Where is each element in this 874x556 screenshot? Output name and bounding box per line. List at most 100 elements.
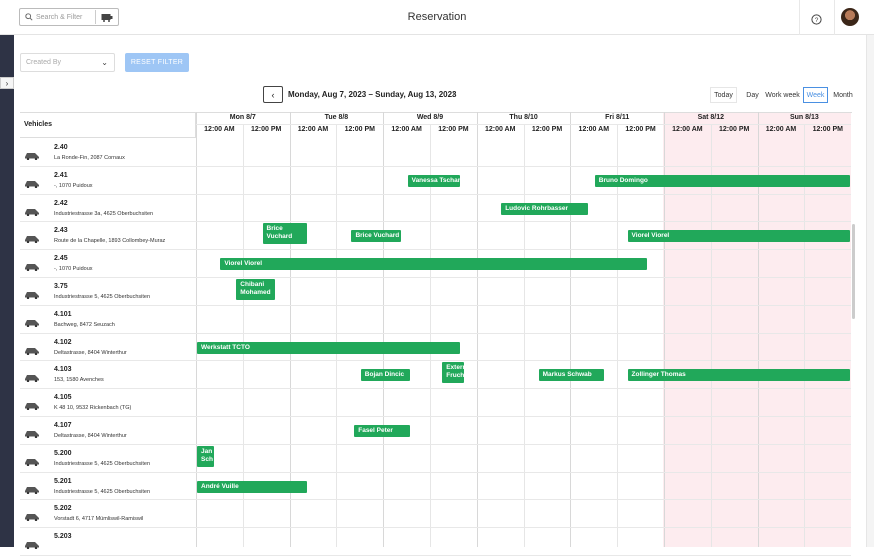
vehicle-row[interactable]: 2.40 La Ronde-Fin, 2087 Cornaux xyxy=(24,138,194,166)
vehicle-row[interactable]: 4.103 153, 1580 Avenches xyxy=(24,360,194,388)
reservation-event[interactable]: Viorel Viorel xyxy=(220,258,648,271)
search-filter-box[interactable]: Search & Filter xyxy=(19,8,119,26)
scheduler-grid xyxy=(20,112,852,547)
day-header: Wed 8/9 xyxy=(416,114,444,121)
search-icon xyxy=(25,13,33,21)
reservation-event[interactable]: Chibani Mohamed xyxy=(236,279,276,300)
half-day-divider xyxy=(710,124,712,547)
reservation-event[interactable]: Brice Vuchard xyxy=(351,230,401,243)
day-divider xyxy=(383,112,385,547)
top-bar: Search & Filter Reservation ? xyxy=(0,0,874,35)
car-icon xyxy=(24,536,40,550)
time-header: 12:00 AM xyxy=(578,126,610,133)
vehicle-name: 4.103 xyxy=(54,366,72,374)
vehicle-name: 2.40 xyxy=(54,144,68,151)
row-divider xyxy=(20,443,851,445)
chevron-down-icon: ⌄ xyxy=(101,58,108,67)
view-day-button[interactable]: Day xyxy=(743,87,762,103)
day-divider xyxy=(289,112,291,547)
side-rail xyxy=(0,35,14,547)
vehicle-name: 5.203 xyxy=(54,533,72,541)
vertical-scrollbar[interactable] xyxy=(852,224,855,319)
help-icon[interactable]: ? xyxy=(811,12,822,25)
time-header: 12:00 PM xyxy=(251,126,282,133)
vehicle-address: Deltastrasse, 8404 Winterthur xyxy=(54,433,127,439)
reservation-event[interactable]: Markus Schwab xyxy=(538,369,605,382)
row-divider xyxy=(20,527,851,529)
vehicle-address: Industriestrasse 5, 4625 Oberbuchsiten xyxy=(54,460,151,467)
vehicle-address: Industriestrasse 5, 4625 Oberbuchsiten xyxy=(54,488,151,495)
time-header: 12:00 PM xyxy=(438,126,469,133)
day-header: Sun 8/13 xyxy=(789,114,819,121)
view-work-week-button[interactable]: Work week xyxy=(764,87,801,103)
car-icon xyxy=(24,508,40,522)
row-divider xyxy=(20,221,851,223)
reservation-event[interactable]: Bruno Domingo xyxy=(594,174,851,187)
row-divider xyxy=(20,416,851,417)
day-divider xyxy=(196,112,197,547)
half-day-divider xyxy=(336,124,338,547)
reservation-event[interactable]: Viorel Viorel xyxy=(627,230,851,243)
vehicle-filter-icon[interactable] xyxy=(96,13,118,22)
expand-sidebar-icon[interactable]: › xyxy=(0,77,14,89)
view-today-button[interactable]: Today xyxy=(710,87,737,103)
car-icon xyxy=(24,175,40,188)
reservation-event[interactable]: Extern Fruchi xyxy=(442,362,464,384)
vehicle-name: 4.102 xyxy=(54,338,72,346)
reservation-event[interactable]: Jan Sch xyxy=(197,445,214,467)
day-header: Fri 8/11 xyxy=(605,114,630,121)
car-icon xyxy=(24,342,40,355)
car-icon xyxy=(24,230,40,244)
reservation-event[interactable]: André Vuille xyxy=(197,480,308,493)
time-header: 12:00 AM xyxy=(672,126,703,133)
row-divider xyxy=(20,360,851,362)
reservation-event[interactable]: Vanessa Tschan xyxy=(407,174,460,187)
svg-text:?: ? xyxy=(815,17,819,24)
created-by-select[interactable]: Created By ⌄ xyxy=(20,53,115,72)
car-icon xyxy=(24,425,40,439)
reservation-event[interactable]: Brice Vuchard xyxy=(262,223,308,245)
car-icon xyxy=(24,314,40,327)
avatar[interactable] xyxy=(841,8,859,26)
time-header: 12:00 AM xyxy=(765,126,797,133)
vehicle-row[interactable]: 2.45-, 1070 Puidoux xyxy=(24,249,194,277)
reservation-event[interactable]: Werkstatt TCTO xyxy=(197,341,460,354)
row-divider xyxy=(20,332,851,334)
time-header: 12:00 AM xyxy=(204,126,235,133)
view-week-button[interactable]: Week xyxy=(803,87,828,103)
divider xyxy=(834,0,874,35)
vehicle-row[interactable]: 5.203 xyxy=(24,527,194,555)
day-header: Tue 8/8 xyxy=(324,114,349,121)
view-month-button[interactable]: Month xyxy=(830,87,856,103)
row-divider xyxy=(20,471,851,473)
day-divider xyxy=(757,112,759,547)
reservation-event[interactable]: Fasel Peter xyxy=(354,425,411,437)
search-input[interactable]: Search & Filter xyxy=(36,13,83,21)
reservation-event[interactable]: Bojan Dincic xyxy=(360,369,411,382)
vehicle-address: 153, 1580 Avenches xyxy=(54,377,104,384)
vehicle-row[interactable]: 2.41-, 1070 Puidoux xyxy=(24,166,194,194)
next-week-button[interactable]: › xyxy=(452,88,455,98)
reservation-event[interactable]: Zollinger Thomas xyxy=(627,369,851,382)
reservation-event[interactable]: Ludovic Rohrbasser xyxy=(501,202,589,215)
car-icon xyxy=(24,203,40,216)
previous-week-button[interactable]: ‹ xyxy=(263,86,283,103)
reset-filter-button[interactable]: RESET FILTER xyxy=(125,53,189,72)
row-divider xyxy=(20,249,851,251)
vehicle-name: 3.75 xyxy=(54,283,68,290)
vehicle-address: La Ronde-Fin, 2087 Cornaux xyxy=(54,155,125,161)
time-header: 12:00 AM xyxy=(391,126,422,133)
header-divider xyxy=(196,124,852,125)
car-icon xyxy=(24,147,40,161)
half-day-divider xyxy=(804,124,806,547)
